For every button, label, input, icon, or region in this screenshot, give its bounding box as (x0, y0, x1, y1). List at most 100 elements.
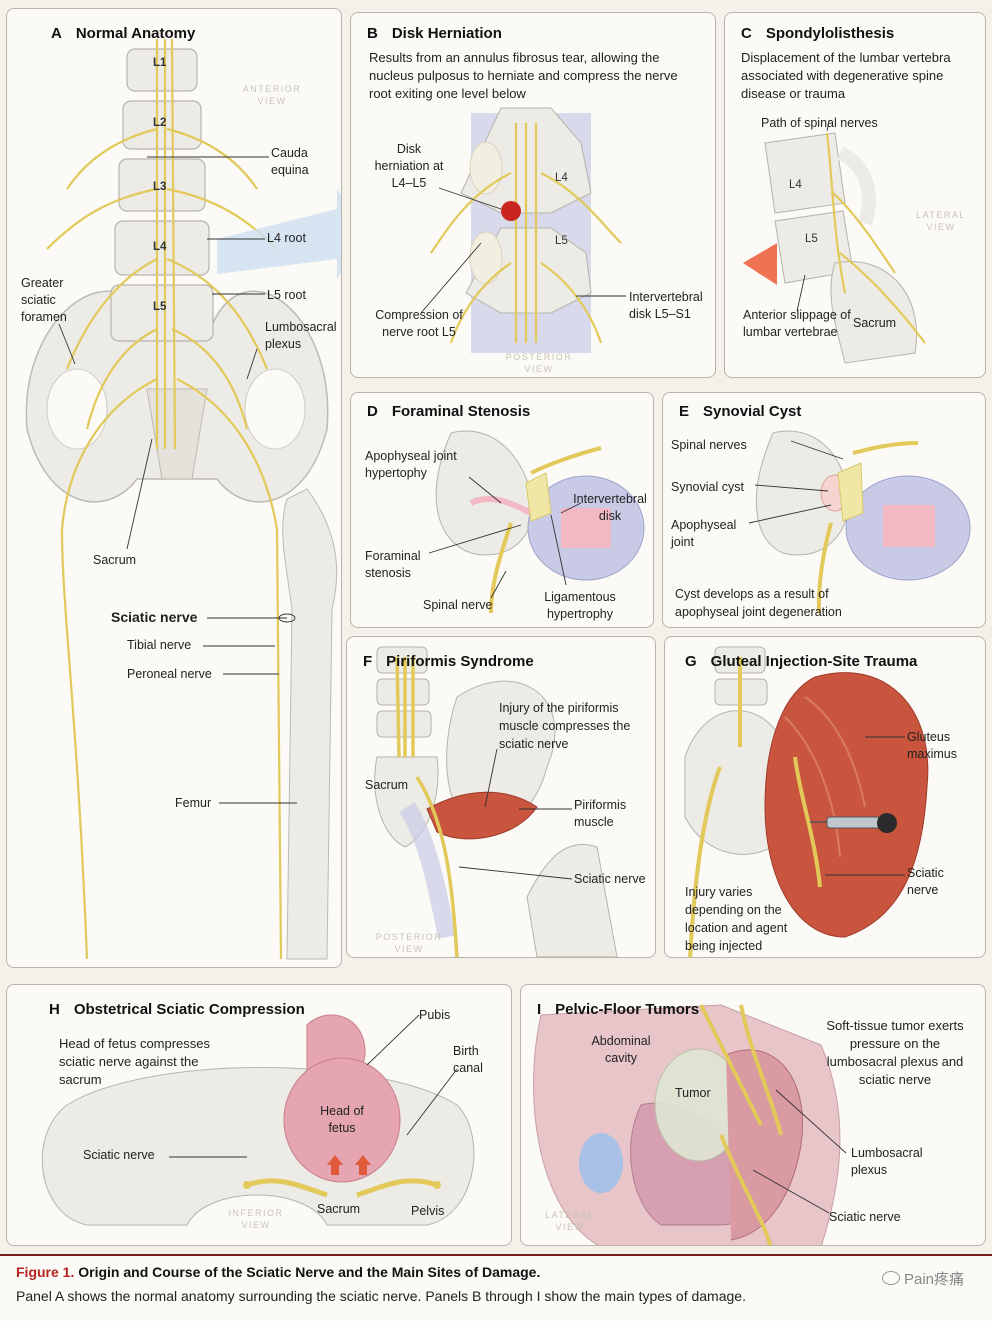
label-sacrum: Sacrum (93, 553, 137, 567)
label-head-of-fetus: Head of fetus (320, 1104, 364, 1135)
panel-d-foraminal-stenosis: D Foraminal Stenosis Apophyseal joint hyp… (350, 392, 654, 628)
label-d-intervertebral-disk: Intervertebral disk (573, 492, 647, 523)
label-compression-nerve-root: Compression of nerve root L5 (375, 308, 463, 339)
label-pelvis: Pelvis (411, 1204, 445, 1218)
figure-caption: Figure 1. Origin and Course of the Sciat… (0, 1254, 992, 1321)
panel-d-illustration (428, 430, 645, 614)
panel-b-title: Disk Herniation (391, 25, 502, 42)
panel-b-description: Results from an annulus fibrosus tear, a… (369, 50, 678, 101)
figure-title: Origin and Course of the Sciatic Nerve a… (78, 1264, 541, 1280)
label-synovial-cyst: Synovial cyst (671, 480, 744, 494)
label-greater-sciatic-foramen: Greater sciatic foramen (21, 276, 67, 324)
label-h-sciatic-nerve: Sciatic nerve (83, 1148, 155, 1162)
panel-e-description: Cyst develops as a result of apophyseal … (675, 587, 842, 619)
panel-b-view: POSTERIOR VIEW (505, 352, 573, 374)
panel-f-view: POSTERIOR VIEW (375, 932, 443, 954)
label-f-sacrum: Sacrum (365, 778, 409, 792)
vertebra-l1: L1 (153, 57, 167, 69)
panel-d-title: Foraminal Stenosis (391, 403, 531, 420)
panel-f-title: Piriformis Syndrome (386, 653, 534, 670)
panel-a-view: ANTERIOR VIEW (242, 84, 302, 106)
panel-e-letter: E (679, 403, 690, 420)
panel-h-title: Obstetrical Sciatic Compression (73, 1001, 305, 1018)
panel-b-letter: B (367, 25, 378, 42)
panel-a-normal-anatomy: A Normal Anatomy ANTERIOR VIEW L1 L2 L3 L… (6, 8, 342, 968)
figure-caption-text: Panel A shows the normal anatomy surroun… (16, 1288, 746, 1304)
label-h-sacrum: Sacrum (317, 1202, 361, 1216)
label-l5-root: L5 root (267, 288, 306, 302)
label-d-spinal-nerve: Spinal nerve (423, 598, 493, 612)
label-cauda-equina: Cauda equina (271, 146, 309, 177)
panel-h-description: Head of fetus compresses sciatic nerve a… (59, 1036, 211, 1087)
panel-b-disk-herniation: B Disk Herniation Results from an annulus… (350, 12, 716, 378)
vertebra-l3: L3 (153, 181, 167, 193)
panel-i-view: LATERAL VIEW (545, 1210, 595, 1232)
panel-i-title: Pelvic-Floor Tumors (555, 1001, 700, 1018)
wechat-icon (881, 1271, 900, 1285)
panel-h-view: INFERIOR VIEW (228, 1208, 284, 1230)
panel-a-letter: A (51, 25, 62, 42)
label-piriformis-muscle: Piriformis muscle (574, 798, 627, 829)
panel-f-letter: F (363, 653, 373, 670)
label-intervertebral-disk: Intervertebral disk L5–S1 (629, 290, 703, 321)
label-femur: Femur (175, 796, 212, 810)
panel-i-pelvic-floor-tumors: I Pelvic-Floor Tumors Soft-tissue tumor e… (520, 984, 986, 1246)
panel-i-description: Soft-tissue tumor exerts pressure on the… (826, 1018, 964, 1087)
label-f-sciatic-nerve: Sciatic nerve (574, 872, 646, 886)
panel-a-illustration (25, 38, 341, 960)
panel-i-illustration (533, 1004, 847, 1245)
label-tumor: Tumor (675, 1086, 711, 1100)
label-birth-canal: Birth canal (453, 1044, 483, 1075)
panel-c-view: LATERAL VIEW (916, 210, 966, 232)
vertebra-l4: L4 (153, 241, 167, 253)
panel-i-letter: I (537, 1001, 542, 1018)
label-c-l4: L4 (789, 179, 802, 191)
panel-f-piriformis-syndrome: F Piriformis Syndrome Injury of the pirif… (346, 636, 656, 958)
panel-b-illustration (420, 107, 626, 353)
panel-c-description: Displacement of the lumbar vertebra asso… (741, 50, 951, 101)
label-apophyseal-hypertophy: Apophyseal joint hypertophy (365, 449, 457, 480)
panel-f-description: Injury of the piriformis muscle compress… (499, 701, 631, 751)
vertebra-l2: L2 (153, 117, 167, 129)
panel-e-title: Synovial Cyst (703, 403, 802, 420)
watermark-text: Pain疼痛 (903, 1271, 964, 1288)
panel-f-illustration (374, 646, 618, 957)
panel-g-gluteal-injection-trauma: G Gluteal Injection-Site Trauma Gluteus m… (664, 636, 986, 958)
label-e-apophyseal-joint: Apophyseal joint (671, 518, 737, 549)
label-sciatic-nerve: Sciatic nerve (111, 609, 198, 625)
label-peroneal-nerve: Peroneal nerve (127, 667, 212, 681)
label-g-sciatic-nerve: Sciatic nerve (907, 866, 944, 897)
panel-g-title: Gluteal Injection-Site Trauma (710, 653, 918, 670)
label-l4-root: L4 root (267, 231, 306, 245)
label-i-lumbosacral-plexus: Lumbosacral plexus (851, 1146, 923, 1177)
label-ligamentous-hypertrophy: Ligamentous hypertrophy (544, 590, 616, 621)
figure-label: Figure 1. (16, 1264, 75, 1280)
panel-c-letter: C (741, 25, 752, 42)
label-disk-herniation: Disk herniation at L4–L5 (374, 142, 444, 190)
watermark: Pain疼痛 (881, 1268, 964, 1289)
panel-e-synovial-cyst: E Synovial Cyst Spinal nerves Synovial cy… (662, 392, 986, 628)
panel-c-title: Spondylolisthesis (765, 25, 895, 42)
label-tibial-nerve: Tibial nerve (127, 638, 192, 652)
label-foraminal-stenosis: Foraminal stenosis (365, 549, 421, 580)
label-lumbosacral-plexus: Lumbosacral plexus (265, 320, 337, 351)
panel-e-illustration (748, 430, 971, 614)
vertebra-l5: L5 (153, 301, 167, 313)
panel-c-illustration (743, 120, 926, 364)
panel-a-title: Normal Anatomy (75, 25, 196, 42)
panel-g-illustration (684, 646, 929, 957)
label-anterior-slippage: Anterior slippage of lumbar vertebrae (743, 308, 851, 339)
label-e-spinal-nerves: Spinal nerves (671, 438, 747, 452)
panel-g-letter: G (685, 653, 697, 670)
label-b-l5: L5 (555, 235, 568, 247)
label-c-sacrum: Sacrum (853, 316, 897, 330)
panel-d-letter: D (367, 403, 378, 420)
label-i-sciatic-nerve: Sciatic nerve (829, 1210, 901, 1224)
label-gluteus-maximus: Gluteus maximus (907, 730, 958, 761)
label-c-l5: L5 (805, 233, 818, 245)
label-pubis: Pubis (419, 1008, 451, 1022)
panel-g-description: Injury varies depending on the location … (685, 885, 788, 953)
panel-c-spondylolisthesis: C Spondylolisthesis Displacement of the l… (724, 12, 986, 378)
label-abdominal-cavity: Abdominal cavity (591, 1034, 651, 1065)
